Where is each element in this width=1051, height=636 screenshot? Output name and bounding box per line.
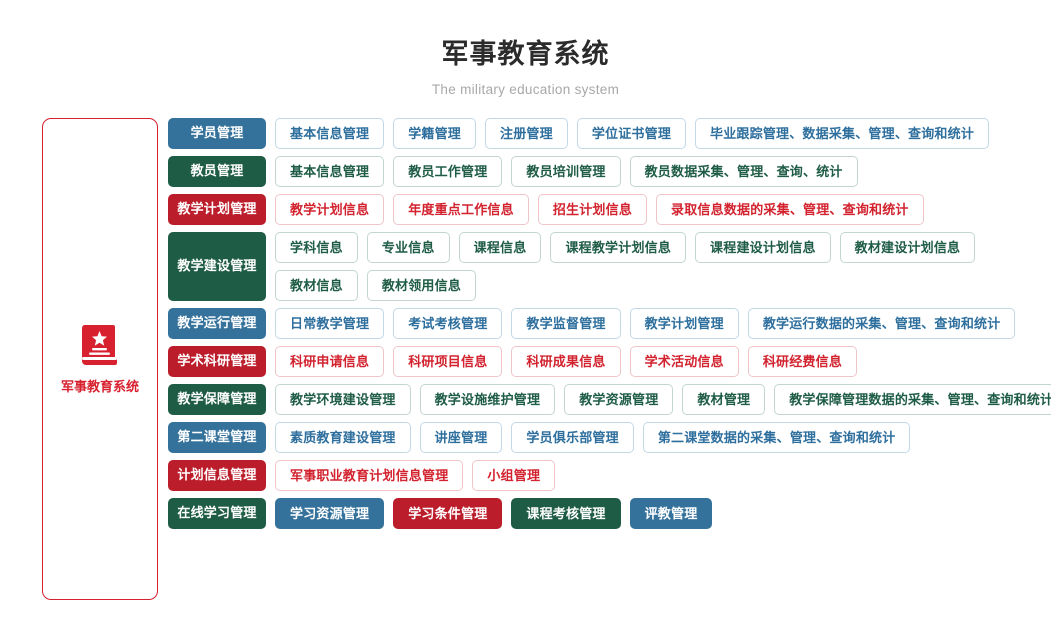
item-button[interactable]: 教学保障管理数据的采集、管理、查询和统计 [774, 383, 1051, 415]
item-line: 科研申请信息科研项目信息科研成果信息学术活动信息科研经费信息 [275, 345, 1051, 377]
category-button[interactable]: 第二课堂管理 [168, 421, 266, 453]
item-line: 日常教学管理考试考核管理教学监督管理教学计划管理教学运行数据的采集、管理、查询和… [275, 307, 1051, 339]
item-group: 教学环境建设管理教学设施维护管理教学资源管理教材管理教学保障管理数据的采集、管理… [266, 383, 1051, 415]
category-row: 计划信息管理军事职业教育计划信息管理小组管理 [168, 459, 1051, 491]
category-button[interactable]: 学员管理 [168, 117, 266, 149]
category-row: 教学计划管理教学计划信息年度重点工作信息招生计划信息录取信息数据的采集、管理、查… [168, 193, 1051, 225]
item-button[interactable]: 评教管理 [629, 497, 713, 529]
item-group: 军事职业教育计划信息管理小组管理 [266, 459, 1051, 491]
item-button[interactable]: 专业信息 [366, 231, 450, 263]
item-group: 学习资源管理学习条件管理课程考核管理评教管理 [266, 497, 1051, 529]
item-line: 教学计划信息年度重点工作信息招生计划信息录取信息数据的采集、管理、查询和统计 [275, 193, 1051, 225]
item-group: 基本信息管理学籍管理注册管理学位证书管理毕业跟踪管理、数据采集、管理、查询和统计 [266, 117, 1051, 149]
item-line: 学科信息专业信息课程信息课程教学计划信息课程建设计划信息教材建设计划信息 [275, 231, 1051, 263]
sidebar-brand: 军事教育系统 [61, 323, 139, 395]
item-button[interactable]: 小组管理 [472, 459, 556, 491]
item-line: 教材信息教材领用信息 [275, 269, 1051, 301]
item-button[interactable]: 注册管理 [485, 117, 568, 149]
item-button[interactable]: 年度重点工作信息 [393, 193, 529, 225]
item-button[interactable]: 科研经费信息 [747, 345, 858, 377]
item-line: 基本信息管理教员工作管理教员培训管理教员数据采集、管理、查询、统计 [275, 155, 1051, 187]
sidebar-label: 军事教育系统 [60, 378, 139, 394]
item-button[interactable]: 基本信息管理 [275, 117, 385, 149]
category-row: 学术科研管理科研申请信息科研项目信息科研成果信息学术活动信息科研经费信息 [168, 345, 1051, 377]
item-group: 学科信息专业信息课程信息课程教学计划信息课程建设计划信息教材建设计划信息教材信息… [266, 231, 1051, 301]
item-button[interactable]: 教员工作管理 [393, 155, 503, 187]
item-button[interactable]: 教员培训管理 [511, 155, 621, 187]
item-button[interactable]: 招生计划信息 [537, 193, 648, 225]
category-row: 教学建设管理学科信息专业信息课程信息课程教学计划信息课程建设计划信息教材建设计划… [168, 231, 1051, 301]
item-button[interactable]: 教学设施维护管理 [419, 383, 556, 415]
item-button[interactable]: 教学环境建设管理 [275, 383, 411, 415]
page-subtitle: The military education system [431, 81, 620, 97]
item-button[interactable]: 考试考核管理 [393, 307, 503, 339]
category-row: 在线学习管理学习资源管理学习条件管理课程考核管理评教管理 [168, 497, 1051, 529]
item-button[interactable]: 课程教学计划信息 [550, 231, 687, 263]
category-button[interactable]: 教员管理 [168, 155, 266, 187]
item-button[interactable]: 学习条件管理 [393, 497, 503, 529]
item-button[interactable]: 学科信息 [275, 231, 358, 263]
item-group: 教学计划信息年度重点工作信息招生计划信息录取信息数据的采集、管理、查询和统计 [266, 193, 1051, 225]
category-rows: 学员管理基本信息管理学籍管理注册管理学位证书管理毕业跟踪管理、数据采集、管理、查… [158, 117, 1051, 536]
item-group: 日常教学管理考试考核管理教学监督管理教学计划管理教学运行数据的采集、管理、查询和… [266, 307, 1051, 339]
item-button[interactable]: 军事职业教育计划信息管理 [275, 459, 464, 491]
item-button[interactable]: 教学运行数据的采集、管理、查询和统计 [747, 307, 1016, 339]
category-button[interactable]: 教学保障管理 [168, 383, 266, 415]
item-button[interactable]: 教学监督管理 [511, 307, 621, 339]
page-header: 军事教育系统 The military education system [0, 0, 1051, 97]
item-button[interactable]: 教材领用信息 [366, 269, 477, 301]
item-button[interactable]: 科研成果信息 [511, 345, 621, 377]
category-button[interactable]: 教学运行管理 [168, 307, 266, 339]
item-button[interactable]: 教材信息 [275, 269, 358, 301]
category-button[interactable]: 在线学习管理 [168, 497, 266, 529]
category-row: 第二课堂管理素质教育建设管理讲座管理学员俱乐部管理第二课堂数据的采集、管理、查询… [168, 421, 1051, 453]
item-line: 素质教育建设管理讲座管理学员俱乐部管理第二课堂数据的采集、管理、查询和统计 [275, 421, 1051, 453]
item-button[interactable]: 毕业跟踪管理、数据采集、管理、查询和统计 [695, 117, 990, 149]
item-button[interactable]: 素质教育建设管理 [275, 421, 411, 453]
item-button[interactable]: 教员数据采集、管理、查询、统计 [629, 155, 858, 187]
item-line: 军事职业教育计划信息管理小组管理 [275, 459, 1051, 491]
category-row: 学员管理基本信息管理学籍管理注册管理学位证书管理毕业跟踪管理、数据采集、管理、查… [168, 117, 1051, 149]
content-area: 军事教育系统 学员管理基本信息管理学籍管理注册管理学位证书管理毕业跟踪管理、数据… [0, 97, 1051, 600]
item-button[interactable]: 课程信息 [458, 231, 542, 263]
sidebar-panel: 军事教育系统 [42, 117, 158, 600]
item-button[interactable]: 学术活动信息 [629, 345, 739, 377]
category-row: 教学运行管理日常教学管理考试考核管理教学监督管理教学计划管理教学运行数据的采集、… [168, 307, 1051, 339]
item-line: 教学环境建设管理教学设施维护管理教学资源管理教材管理教学保障管理数据的采集、管理… [275, 383, 1051, 415]
item-button[interactable]: 基本信息管理 [275, 155, 385, 187]
item-button[interactable]: 学习资源管理 [275, 497, 385, 529]
item-button[interactable]: 讲座管理 [419, 421, 503, 453]
category-button[interactable]: 教学计划管理 [168, 193, 266, 225]
item-button[interactable]: 教学计划信息 [275, 193, 385, 225]
item-button[interactable]: 学员俱乐部管理 [511, 421, 634, 453]
item-button[interactable]: 第二课堂数据的采集、管理、查询和统计 [642, 421, 911, 453]
item-button[interactable]: 日常教学管理 [275, 307, 385, 339]
book-star-icon [79, 323, 121, 367]
item-button[interactable]: 课程建设计划信息 [695, 231, 831, 263]
item-button[interactable]: 教学计划管理 [629, 307, 739, 339]
item-button[interactable]: 科研申请信息 [275, 345, 385, 377]
item-button[interactable]: 教学资源管理 [564, 383, 674, 415]
item-group: 基本信息管理教员工作管理教员培训管理教员数据采集、管理、查询、统计 [266, 155, 1051, 187]
category-button[interactable]: 计划信息管理 [168, 459, 266, 491]
category-button[interactable]: 教学建设管理 [168, 231, 266, 301]
item-line: 基本信息管理学籍管理注册管理学位证书管理毕业跟踪管理、数据采集、管理、查询和统计 [275, 117, 1051, 149]
item-group: 科研申请信息科研项目信息科研成果信息学术活动信息科研经费信息 [266, 345, 1051, 377]
item-button[interactable]: 科研项目信息 [393, 345, 503, 377]
item-button[interactable]: 教材建设计划信息 [839, 231, 976, 263]
category-row: 教员管理基本信息管理教员工作管理教员培训管理教员数据采集、管理、查询、统计 [168, 155, 1051, 187]
item-button[interactable]: 教材管理 [682, 383, 766, 415]
item-button[interactable]: 课程考核管理 [511, 497, 621, 529]
category-button[interactable]: 学术科研管理 [168, 345, 266, 377]
page-title: 军事教育系统 [441, 39, 610, 69]
item-button[interactable]: 学籍管理 [393, 117, 477, 149]
item-group: 素质教育建设管理讲座管理学员俱乐部管理第二课堂数据的采集、管理、查询和统计 [266, 421, 1051, 453]
item-button[interactable]: 学位证书管理 [576, 117, 687, 149]
item-line: 学习资源管理学习条件管理课程考核管理评教管理 [275, 497, 1051, 529]
item-button[interactable]: 录取信息数据的采集、管理、查询和统计 [656, 193, 924, 225]
category-row: 教学保障管理教学环境建设管理教学设施维护管理教学资源管理教材管理教学保障管理数据… [168, 383, 1051, 415]
